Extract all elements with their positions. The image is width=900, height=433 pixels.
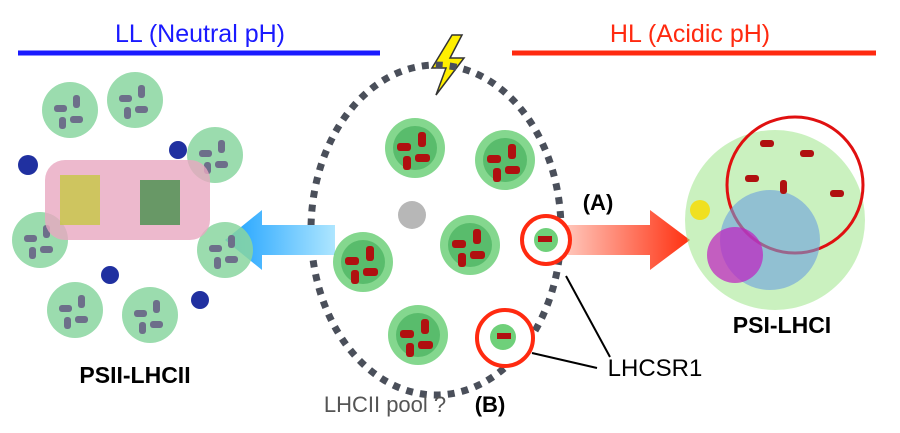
label-a: (A) [582, 190, 614, 215]
arrow-right [568, 210, 690, 270]
lhcii-pool-label: LHCII pool ? [323, 392, 447, 417]
psii-lhcii-supercomplex [12, 72, 253, 343]
lhcsr1-label: LHCSR1 [607, 355, 703, 382]
label-b: (B) [474, 392, 506, 417]
high-light-title: HL (Acidic pH) [609, 20, 771, 48]
psii-lhcii-label: PSII-LHCII [79, 362, 191, 388]
psi-lhci-supercomplex [685, 115, 865, 310]
low-light-title: LL (Neutral pH) [115, 20, 285, 48]
psi-lhci-label: PSI-LHCI [732, 312, 832, 338]
pointer-a [565, 275, 611, 358]
lightning-icon [430, 34, 466, 96]
pointer-b [531, 352, 598, 369]
lhcii-trimers [333, 118, 535, 365]
